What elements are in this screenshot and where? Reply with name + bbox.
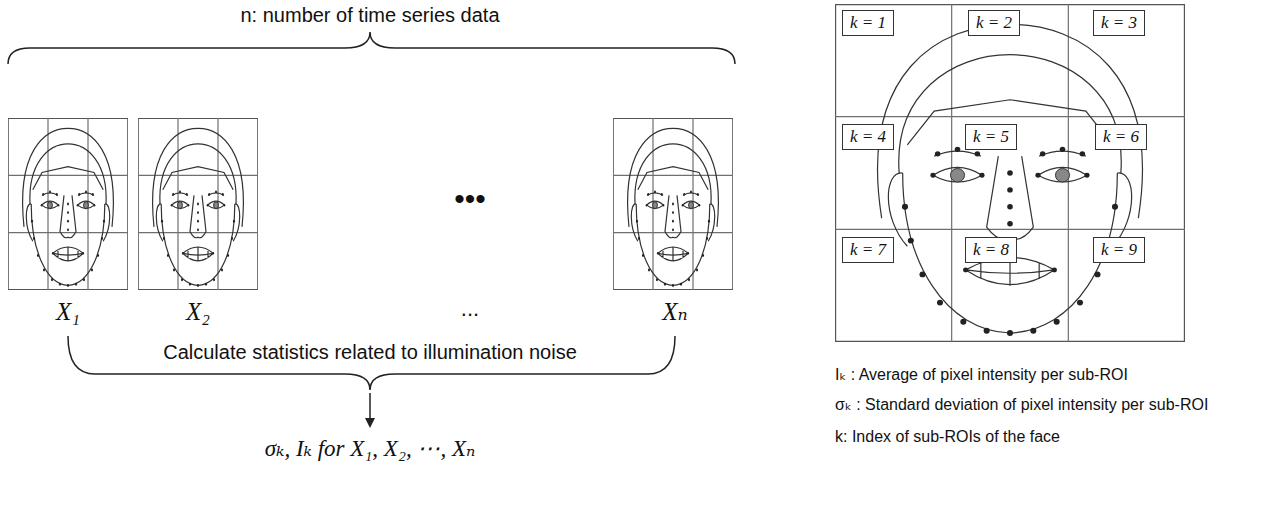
- result-text: σₖ, Iₖ for X₁, X₂, ⋯, Xₙ: [265, 436, 476, 462]
- caption-text: n: number of time series data: [240, 4, 499, 27]
- frame-label: Xₙ: [662, 298, 687, 327]
- process-note: Calculate statistics related to illumina…: [163, 341, 577, 364]
- frame-label: X₁: [56, 298, 80, 327]
- roi-index: k = 1: [850, 13, 886, 32]
- roi-index-box: k = 4: [842, 124, 894, 150]
- down-arrow: [369, 393, 371, 426]
- ellipsis-dots: •••: [454, 182, 486, 217]
- roi-index: k = 7: [850, 240, 886, 259]
- roi-index-box: k = 3: [1093, 10, 1145, 36]
- roi-index-box: k = 6: [1095, 124, 1147, 150]
- roi-index: k = 4: [850, 127, 886, 146]
- roi-index: k = 8: [973, 240, 1009, 259]
- frame-label: X₂: [186, 298, 210, 327]
- definition-text: Iₖ : Average of pixel intensity per sub-…: [835, 366, 1128, 384]
- brace: [8, 32, 735, 64]
- face-frame: [613, 118, 733, 290]
- roi-index: k = 6: [1103, 127, 1139, 146]
- roi-index: k = 9: [1101, 240, 1137, 259]
- roi-index-box: k = 8: [965, 237, 1017, 263]
- face-frame: [8, 118, 128, 290]
- roi-index: k = 3: [1101, 13, 1137, 32]
- roi-index-box: k = 5: [965, 124, 1017, 150]
- roi-index: k = 2: [976, 13, 1012, 32]
- roi-index-box: k = 1: [842, 10, 894, 36]
- roi-index-box: k = 2: [968, 10, 1020, 36]
- face-frame: [138, 118, 258, 290]
- roi-index-box: k = 7: [842, 237, 894, 263]
- roi-index-box: k = 9: [1093, 237, 1145, 263]
- bracket: [68, 336, 675, 390]
- definition-text: k: Index of sub-ROIs of the face: [835, 428, 1060, 446]
- face-grid: [835, 4, 1185, 342]
- roi-index: k = 5: [973, 127, 1009, 146]
- definition-text: σₖ : Standard deviation of pixel intensi…: [835, 396, 1208, 414]
- ellipsis-text: ...: [461, 296, 479, 321]
